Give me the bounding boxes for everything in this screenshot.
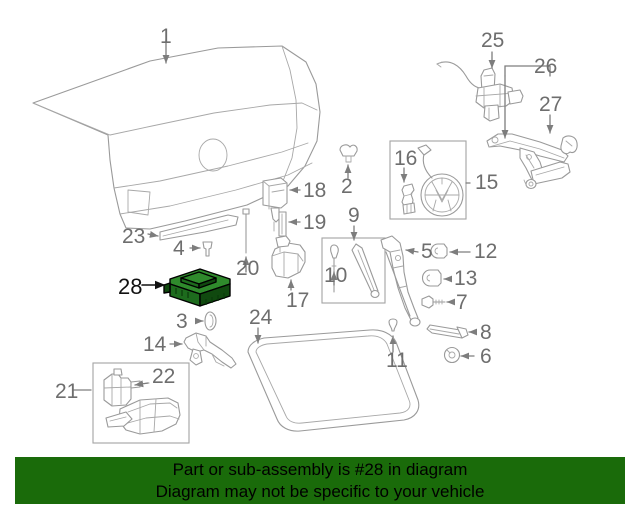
callout-label-24: 24 bbox=[249, 306, 273, 329]
callout-label-1: 1 bbox=[160, 25, 172, 48]
lock-actuator-shape bbox=[271, 235, 306, 279]
emblem-box-frame bbox=[389, 140, 467, 220]
connecting-rod-shape bbox=[242, 208, 250, 254]
leader-5 bbox=[405, 247, 419, 255]
grommet-plug-shape bbox=[339, 144, 358, 163]
washer-shape bbox=[443, 346, 461, 364]
lock-cylinder-cable-shape bbox=[436, 61, 524, 122]
rod-clip-shape bbox=[278, 211, 287, 237]
hinge-cap-shape bbox=[560, 135, 578, 155]
callout-label-28: 28 bbox=[118, 274, 143, 299]
callout-label-3: 3 bbox=[176, 310, 188, 333]
hinge-bracket-shape bbox=[486, 133, 571, 190]
callout-label-15: 15 bbox=[475, 171, 499, 194]
leader-26-bar bbox=[504, 65, 551, 77]
latch-box-frame bbox=[92, 362, 190, 444]
callout-label-22: 22 bbox=[152, 365, 176, 388]
trim-molding-shape bbox=[159, 214, 239, 241]
callout-label-16: 16 bbox=[394, 147, 418, 170]
leader-23 bbox=[147, 230, 159, 238]
gas-strut-shapes bbox=[330, 243, 380, 299]
stop-buffer-shape bbox=[388, 318, 398, 332]
callout-label-7: 7 bbox=[456, 291, 468, 314]
callout-label-27: 27 bbox=[539, 93, 563, 116]
emblem-release-switch-shape bbox=[401, 183, 416, 215]
callout-label-20: 20 bbox=[236, 257, 260, 280]
callout-label-9: 9 bbox=[348, 204, 360, 227]
lock-striker-shape bbox=[183, 332, 237, 369]
bushing-collar-shape bbox=[421, 269, 442, 287]
lock-cylinder-shape bbox=[262, 177, 288, 232]
callout-label-23: 23 bbox=[122, 225, 146, 248]
callout-label-21: 21 bbox=[55, 380, 79, 403]
hinge-arm-shape bbox=[380, 235, 421, 327]
bracket-strip-shape bbox=[426, 324, 469, 339]
callout-label-14: 14 bbox=[143, 333, 167, 356]
trunk-lid-panel-shape bbox=[32, 45, 321, 230]
screw-shape bbox=[202, 241, 213, 257]
callout-label-17: 17 bbox=[286, 289, 310, 312]
callout-label-4: 4 bbox=[173, 237, 185, 260]
control-module-shape-highlight bbox=[163, 268, 231, 307]
notice-line-1: Part or sub-assembly is #28 in diagram bbox=[172, 459, 468, 479]
bolt-small-shape bbox=[421, 295, 446, 309]
callout-label-18: 18 bbox=[303, 179, 327, 202]
callout-label-12: 12 bbox=[474, 240, 498, 263]
callout-label-13: 13 bbox=[454, 267, 478, 290]
callout-label-25: 25 bbox=[481, 29, 505, 52]
bushing-shape bbox=[430, 243, 448, 259]
callout-label-11: 11 bbox=[386, 349, 408, 372]
notice-banner: Part or sub-assembly is #28 in diagram D… bbox=[15, 457, 625, 504]
callout-label-5: 5 bbox=[421, 240, 433, 263]
notice-line-2: Diagram may not be specific to your vehi… bbox=[155, 481, 485, 501]
callout-label-26: 26 bbox=[534, 55, 558, 78]
callout-label-10: 10 bbox=[324, 264, 348, 287]
leader-22 bbox=[134, 380, 149, 388]
emblem-assembly-shape bbox=[417, 144, 464, 217]
callout-label-8: 8 bbox=[480, 321, 492, 344]
callout-label-2: 2 bbox=[341, 175, 353, 198]
callout-label-6: 6 bbox=[480, 345, 492, 368]
callout-label-19: 19 bbox=[303, 211, 327, 234]
clip-shape bbox=[204, 311, 217, 331]
